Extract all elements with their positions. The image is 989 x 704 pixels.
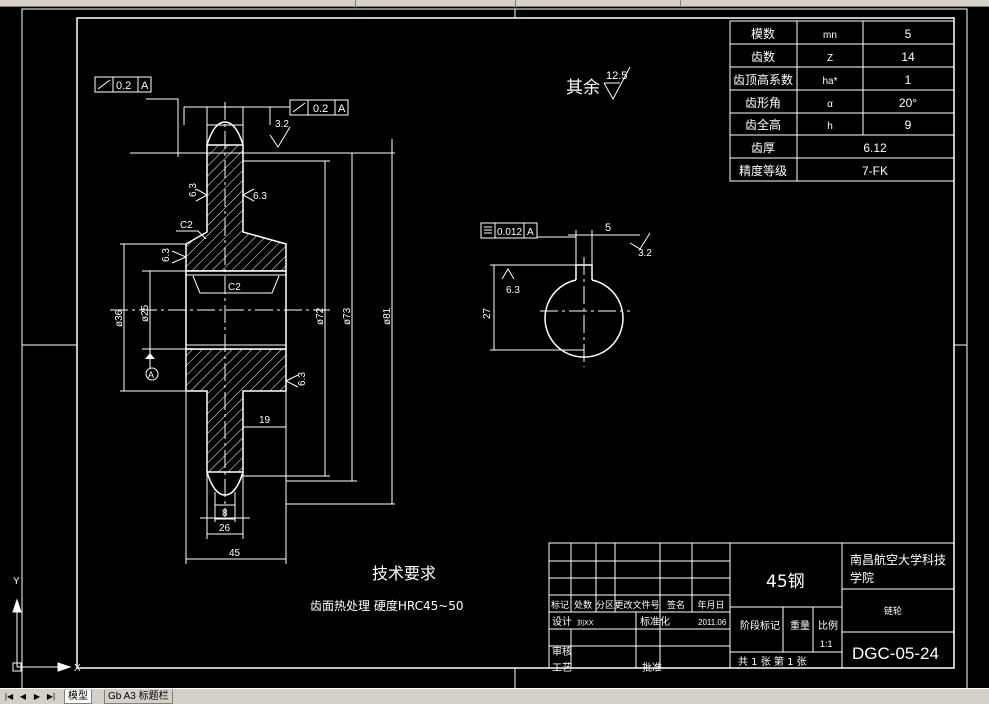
rough-63-label: 6.3 <box>253 191 267 202</box>
title-block-header: 签名 <box>667 599 685 611</box>
dim-d81: ø81 <box>382 307 393 325</box>
dim-d36: ø36 <box>114 309 125 327</box>
title-block-header: 年月日 <box>697 599 724 611</box>
datum-a-label: A <box>148 370 154 380</box>
gear-param-symbol: h <box>827 121 833 132</box>
toolbar-separator <box>680 0 681 6</box>
dim-d25: ø25 <box>140 304 151 322</box>
gear-param-name: 齿顶高系数 <box>733 72 793 87</box>
tab-model[interactable]: 模型 <box>64 690 92 704</box>
title-block-header: 处数 <box>574 599 592 611</box>
svg-text:X: X <box>74 663 81 674</box>
title-block-header: 分区 <box>596 600 614 611</box>
dim-19: 19 <box>259 415 271 426</box>
key-width-dim: 5 <box>605 222 611 234</box>
gear-param-symbol: ha* <box>822 76 837 87</box>
rough-63-label: 6.3 <box>161 248 172 262</box>
drawing-number: DGC-05-24 <box>852 644 939 663</box>
hub-height-dim: 27 <box>482 307 493 319</box>
gear-param-symbol: α <box>827 99 833 110</box>
gear-param-name: 齿全高 <box>745 117 781 132</box>
dim-8: 8 <box>222 508 228 519</box>
toolbar-separator <box>355 0 356 6</box>
sheet-count: 共 1 张 第 1 张 <box>738 655 807 668</box>
gear-param-value: 14 <box>901 50 915 64</box>
gear-param-symbol: Z <box>827 53 833 64</box>
gear-param-name: 齿形角 <box>745 96 781 110</box>
dim-45: 45 <box>229 548 241 559</box>
keyway-end-view <box>480 222 651 367</box>
roughness-symbol <box>603 66 631 101</box>
scale-value: 1:1 <box>820 639 833 649</box>
runout2-datum: A <box>338 103 346 115</box>
sym-tol-datum: A <box>527 227 534 238</box>
date-value: 2011.06 <box>698 618 727 627</box>
tech-req-text: 齿面热处理 硬度HRC45~50 <box>310 598 464 613</box>
gear-param-name: 齿厚 <box>751 141 775 155</box>
material-label: 45钢 <box>766 572 805 592</box>
gear-param-name: 模数 <box>751 26 775 41</box>
part-name: 链轮 <box>884 605 902 617</box>
title-block-header: 标记 <box>551 599 569 611</box>
school-name-line2: 学院 <box>850 570 874 585</box>
next-tab-icon[interactable]: ▶ <box>33 692 41 701</box>
gear-param-name: 精度等级 <box>739 163 787 178</box>
chamfer-label: C2 <box>180 220 193 231</box>
stage-label: 阶段标记 <box>740 619 780 632</box>
last-tab-icon[interactable]: ▶| <box>46 692 56 701</box>
gear-param-value: 5 <box>905 27 912 41</box>
dim-26: 26 <box>219 523 231 534</box>
title-block-header: 更改文件号 <box>614 599 659 611</box>
remaining-roughness-label: 其余 <box>566 78 600 98</box>
title-block <box>548 542 955 669</box>
gear-param-value: 6.12 <box>863 141 887 155</box>
school-name-line1: 南昌航空大学科技 <box>850 552 946 567</box>
runout-frame-1 <box>94 76 152 93</box>
dim-d73: ø73 <box>342 307 353 325</box>
approve-label: 批准 <box>642 661 662 674</box>
chamfer-label: C2 <box>228 282 241 293</box>
sym-tol-value: 0.012 <box>497 227 522 238</box>
gear-param-symbol: mn <box>823 30 837 41</box>
toolbar-separator <box>515 0 516 6</box>
rough-63-label: 6.3 <box>297 372 308 386</box>
gear-param-value: 1 <box>905 73 912 87</box>
tab-a3-title[interactable]: Gb A3 标题栏 <box>104 690 173 704</box>
remaining-roughness-value: 12.5 <box>606 70 627 82</box>
tech-req-title: 技术要求 <box>372 564 436 583</box>
layout-tab-bar: |◀ ◀ ▶ ▶| 模型 Gb A3 标题栏 <box>0 688 989 704</box>
first-tab-icon[interactable]: |◀ <box>4 692 14 701</box>
standardize-label: 标准化 <box>640 615 670 628</box>
dim-d72: ø72 <box>315 307 326 325</box>
runout1-datum: A <box>141 80 149 92</box>
gear-section-view <box>110 98 395 564</box>
gear-param-value: 20° <box>899 96 917 110</box>
hub-rough-63: 6.3 <box>506 285 520 296</box>
drawing-canvas[interactable]: 模数 mn 5 齿数 Z 14 齿顶高系数 ha* 1 齿形角 α 20° 齿全高 h 9 齿厚 6.12 精度等… <box>0 7 989 690</box>
designer-name: 刘XX <box>577 618 594 627</box>
design-label: 设计 <box>552 615 572 628</box>
prev-tab-icon[interactable]: ◀ <box>19 692 27 701</box>
runout-frame-2 <box>289 99 349 116</box>
toolbar-strip <box>0 0 989 7</box>
gear-param-name: 齿数 <box>751 49 775 64</box>
gear-parameter-table <box>729 20 955 182</box>
weight-label: 重量 <box>790 619 810 632</box>
runout2-value: 0.2 <box>313 103 328 115</box>
gear-param-value: 7-FK <box>862 164 888 178</box>
review-label: 审核 <box>552 645 572 658</box>
process-label: 工艺 <box>552 662 572 674</box>
svg-text:Y: Y <box>13 576 20 587</box>
gear-param-value: 9 <box>905 118 912 132</box>
runout1-value: 0.2 <box>116 80 131 92</box>
ucs-icon: Y X <box>12 576 81 674</box>
rough-63-label: 6.3 <box>188 183 199 197</box>
scale-label: 比例 <box>818 619 838 632</box>
hub-rough-32: 3.2 <box>638 248 652 259</box>
rough-32-label: 3.2 <box>275 119 289 130</box>
